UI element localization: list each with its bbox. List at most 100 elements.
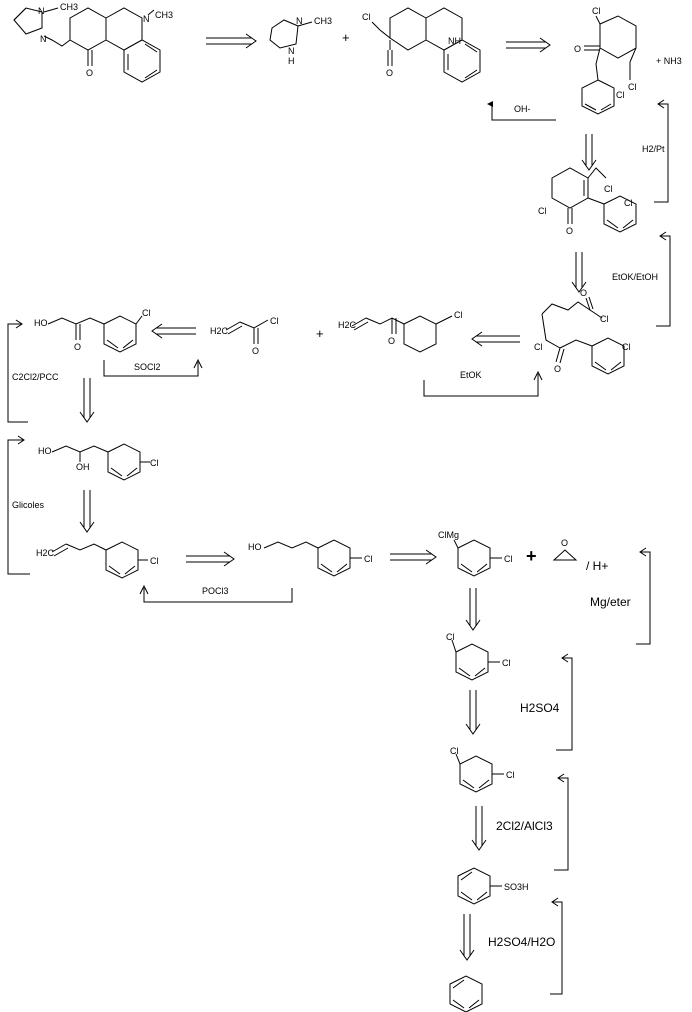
dk-o-label: O xyxy=(574,44,581,54)
dichlorobenzene-molecule-2: Cl Cl xyxy=(450,746,515,793)
pcc-arrowhead xyxy=(15,319,23,329)
imid-ch3-label: CH3 xyxy=(314,16,332,26)
h2pt-reagent: H2/Pt xyxy=(642,144,665,154)
etok-etoh-bracket xyxy=(656,235,671,327)
retro-arrow-down-4 xyxy=(79,490,95,533)
dk-cl3-label: Cl xyxy=(616,90,625,100)
diol-cl-label: Cl xyxy=(150,458,159,468)
mg-eter-bracket xyxy=(636,551,651,645)
dcb1-cl2-label: Cl xyxy=(502,658,511,668)
open-cl3-label: Cl xyxy=(622,342,631,352)
open-o1-label: O xyxy=(580,288,587,298)
target-ch3-label: CH3 xyxy=(60,2,78,12)
retro-arrow-right-2 xyxy=(390,549,437,565)
h2so4-h2o-arrowhead xyxy=(551,897,559,907)
imid-n-label: N xyxy=(296,16,303,26)
grig-cl-label: Cl xyxy=(504,554,513,564)
acr-o-label: O xyxy=(386,68,393,78)
socl2-bracket xyxy=(103,360,199,377)
pocl3-reagent: POCl3 xyxy=(202,586,229,596)
dcb1-cl1-label: Cl xyxy=(446,632,455,642)
methylimidazole-molecule: N CH3 N H xyxy=(269,16,332,66)
target-molecule: N CH3 N N CH3 O xyxy=(13,2,173,83)
retro-arrow-down-7 xyxy=(471,806,487,851)
benzene-molecule xyxy=(449,975,483,1012)
allyl-h2c-label: H2C xyxy=(36,548,55,558)
acr-nh-label: NH xyxy=(448,36,461,46)
h2pt-bracket xyxy=(654,103,669,203)
open-o2-label: O xyxy=(554,364,561,374)
dichloro-cyclohexanone-molecule: Cl O Cl Cl xyxy=(574,6,637,115)
dk-cl1-label: Cl xyxy=(592,6,601,16)
cl2-alcl3-arrowhead xyxy=(557,773,565,783)
cl2-alcl3-bracket xyxy=(554,777,569,871)
glicoles-reagent: Glicoles xyxy=(12,500,45,510)
retro-arrow-right-1 xyxy=(186,551,235,567)
pocl3-arrowhead xyxy=(139,584,149,595)
target-n-label: N xyxy=(38,6,45,16)
hok-cl-label: Cl xyxy=(142,308,151,318)
glicoles-arrowhead xyxy=(17,435,25,445)
benzenesulfonic-acid-molecule: SO3H xyxy=(457,867,529,905)
enone-cl-label: Cl xyxy=(270,316,279,326)
cyclohexyl-vinyl-ketone-molecule: H2C O Cl xyxy=(338,310,463,353)
mg-eter-reagent: Mg/eter xyxy=(590,595,631,609)
target-o-label: O xyxy=(86,68,93,78)
target-ch3-label-2: CH3 xyxy=(155,10,173,20)
allyl-cl-label: Cl xyxy=(150,556,159,566)
retro-arrow-left-1 xyxy=(471,331,520,347)
dcb2-cl1-label: Cl xyxy=(450,746,459,756)
h2so4-bracket xyxy=(556,657,573,751)
grignard-molecule: ClMg Cl xyxy=(438,530,513,577)
oh-arrow xyxy=(487,101,556,121)
retro-arrow xyxy=(206,33,257,49)
grig-clmg-label: ClMg xyxy=(438,530,459,540)
h2so4-arrowhead xyxy=(561,653,569,663)
hok-o-label: O xyxy=(74,342,81,352)
etok-bracket xyxy=(423,374,539,397)
hok-ho-label: HO xyxy=(34,318,48,328)
c2cl2-pcc-reagent: C2Cl2/PCC xyxy=(12,372,59,382)
h-plus-reagent: / H+ xyxy=(586,559,608,573)
en-cl1-label: Cl xyxy=(538,206,547,216)
dk-cl2-label: Cl xyxy=(628,82,637,92)
retro-arrow-down-1 xyxy=(581,134,597,171)
etok-reagent: EtOK xyxy=(460,370,482,380)
enone-h2c-label: H2C xyxy=(210,326,229,336)
propanol-ho-label: HO xyxy=(248,542,262,552)
en-o-label: O xyxy=(566,226,573,236)
acr-cl-label: Cl xyxy=(362,12,371,22)
pocl3-bracket xyxy=(143,588,293,603)
ammonia-label: + NH3 xyxy=(656,56,682,66)
retro-arrow-down-3 xyxy=(79,378,95,423)
open-cl1-label: Cl xyxy=(600,314,609,324)
retro-arrow-down-6 xyxy=(465,690,481,735)
aryl-propanol-molecule: HO Cl xyxy=(248,539,373,577)
h2so4-h2o-reagent: H2SO4/H2O xyxy=(488,935,555,949)
retro-arrow-2 xyxy=(506,37,551,53)
epoxide-molecule: O xyxy=(552,538,578,561)
vk2-o-label: O xyxy=(388,336,395,346)
h2so4-h2o-bracket xyxy=(550,901,563,995)
retro-arrow-down-2 xyxy=(571,252,587,293)
imid-h-label: H xyxy=(288,56,295,66)
imid-nh-label: N xyxy=(288,46,295,56)
socl2-reagent: SOCl2 xyxy=(134,362,161,372)
retro-arrow-left-2 xyxy=(151,323,196,339)
so3h-label: SO3H xyxy=(504,882,529,892)
diol-molecule: HO OH Cl xyxy=(38,443,159,481)
vk2-cl-label: Cl xyxy=(454,310,463,320)
open-chain-diketone-molecule: Cl O Cl O Cl xyxy=(534,288,631,375)
chloromethyl-vinyl-ketone-molecule: H2C O Cl xyxy=(210,316,279,356)
glicoles-bracket xyxy=(7,439,30,575)
target-n2-label: N xyxy=(143,14,150,24)
h2pt-arrowhead xyxy=(657,99,665,109)
chloromethyl-acridinone-molecule: Cl NH O xyxy=(362,7,481,83)
enone-o-label: O xyxy=(252,346,259,356)
cl2-alcl3-reagent: 2Cl2/AlCl3 xyxy=(496,819,553,833)
plus-sign-3: + xyxy=(526,546,537,566)
plus-sign: + xyxy=(342,30,350,45)
hydroxy-ketone-molecule: HO O Cl xyxy=(34,308,151,353)
etok-arrowhead xyxy=(533,370,543,381)
